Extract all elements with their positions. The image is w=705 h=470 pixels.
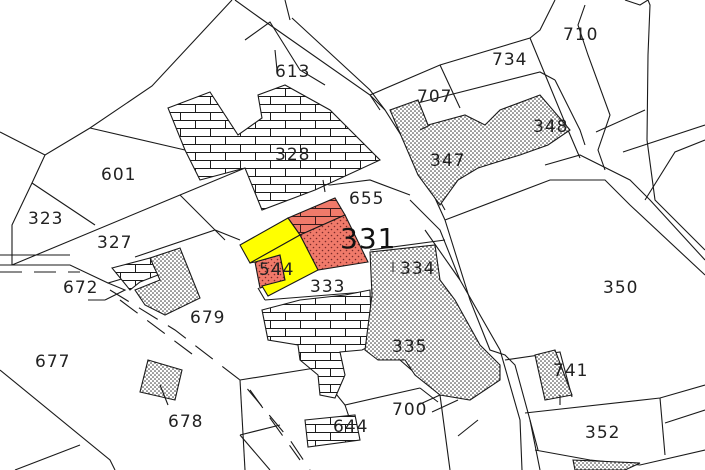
parcel-label-333[interactable]: 333 — [310, 277, 345, 297]
dotted-buildings — [134, 94, 641, 470]
parcel-label-710[interactable]: 710 — [563, 25, 598, 45]
parcel-label-323[interactable]: 323 — [28, 209, 63, 229]
parcel-331-highlight[interactable] — [254, 197, 369, 289]
parcel-label-679[interactable]: 679 — [190, 308, 225, 328]
parcel-label-700[interactable]: 700 — [392, 400, 427, 420]
parcel-label-741[interactable]: 741 — [553, 361, 588, 381]
parcel-label-328[interactable]: 328 — [275, 145, 310, 165]
leader-lines — [159, 124, 561, 413]
parcel-label-350[interactable]: 350 — [603, 278, 638, 298]
parcel-label-655[interactable]: 655 — [349, 189, 384, 209]
parcel-label-348[interactable]: 348 — [533, 117, 568, 137]
parcel-label-347[interactable]: 347 — [430, 151, 465, 171]
parcel-label-672[interactable]: 672 — [63, 278, 98, 298]
parcel-label-327[interactable]: 327 — [97, 233, 132, 253]
parcel-label-331[interactable]: 331 — [340, 222, 396, 255]
parcel-labels: 613 328 707 734 710 348 347 601 655 331 … — [28, 25, 638, 443]
parcel-label-644[interactable]: 644 — [333, 417, 368, 437]
parcel-label-677[interactable]: 677 — [35, 352, 70, 372]
parcel-label-613[interactable]: 613 — [275, 62, 310, 82]
parcel-label-335[interactable]: 335 — [392, 337, 427, 357]
parcel-label-352[interactable]: 352 — [585, 423, 620, 443]
parcel-label-734[interactable]: 734 — [492, 50, 527, 70]
parcel-label-707[interactable]: 707 — [417, 87, 452, 107]
parcel-label-544[interactable]: 544 — [259, 260, 294, 280]
parcel-label-678[interactable]: 678 — [168, 412, 203, 432]
parcel-label-601[interactable]: 601 — [101, 165, 136, 185]
brick-buildings — [111, 84, 381, 448]
parcel-label-334[interactable]: 334 — [400, 259, 435, 279]
parcel-544-selected[interactable] — [239, 217, 319, 297]
